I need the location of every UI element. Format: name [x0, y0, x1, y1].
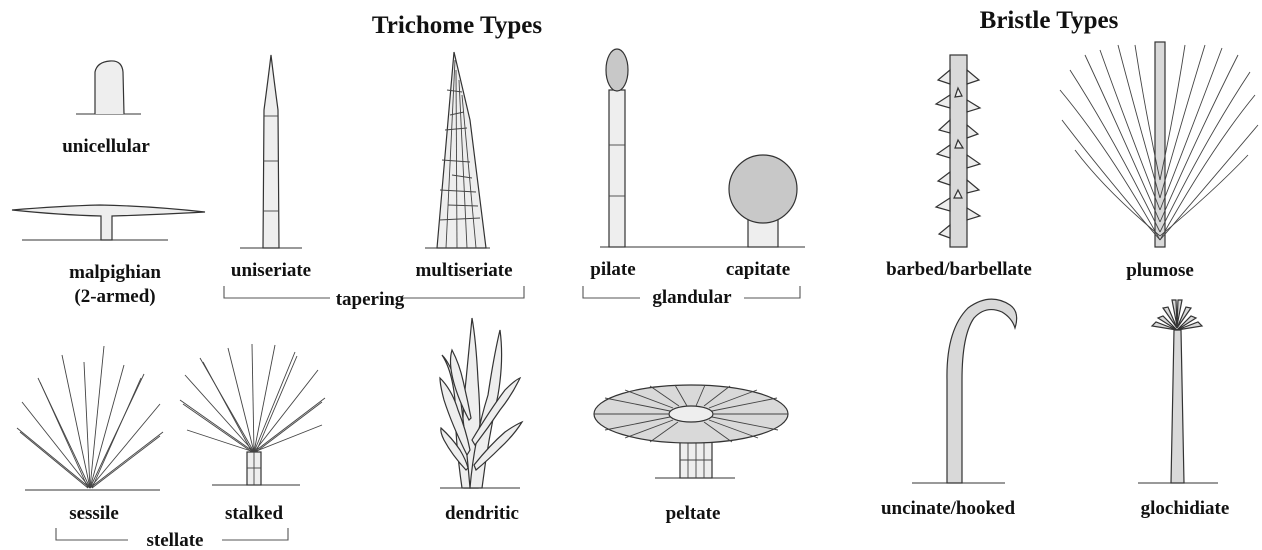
stellate-label: stellate	[147, 530, 204, 550]
pilate-trichome	[606, 49, 628, 247]
peltate-label: peltate	[666, 503, 721, 524]
glochidiate-bristle	[1138, 300, 1218, 483]
dendritic-label: dendritic	[445, 503, 519, 524]
malpighian-label-line2: (2-armed)	[74, 286, 155, 307]
uncinate-label: uncinate/hooked	[881, 498, 1016, 519]
multiseriate-label: multiseriate	[415, 260, 512, 281]
tapering-label: tapering	[336, 289, 405, 310]
malpighian-label-line1: malpighian	[69, 262, 161, 283]
glandular-label: glandular	[652, 287, 732, 308]
malpighian-trichome	[12, 205, 205, 240]
capitate-trichome	[600, 155, 805, 247]
stalked-stellate-trichome	[180, 344, 325, 485]
sessile-label: sessile	[69, 503, 119, 524]
glochidiate-label: glochidiate	[1141, 498, 1230, 519]
peltate-trichome	[594, 385, 788, 478]
barbed-bristle	[936, 55, 980, 247]
uniseriate-label: uniseriate	[231, 260, 311, 281]
dendritic-trichome	[440, 318, 522, 488]
stalked-label: stalked	[225, 503, 284, 524]
trichome-types-title: Trichome Types	[372, 12, 542, 39]
unicellular-label: unicellular	[62, 136, 150, 157]
pilate-label: pilate	[590, 259, 635, 280]
plumose-label: plumose	[1126, 260, 1194, 281]
uncinate-bristle	[912, 299, 1017, 483]
multiseriate-trichome	[425, 52, 490, 248]
capitate-label: capitate	[726, 259, 790, 280]
bristle-types-title: Bristle Types	[980, 7, 1119, 34]
plumose-bristle	[1060, 42, 1258, 247]
sessile-stellate-trichome	[17, 346, 163, 490]
unicellular-trichome	[76, 61, 141, 114]
uniseriate-trichome	[240, 55, 302, 248]
barbed-label: barbed/barbellate	[886, 259, 1032, 280]
